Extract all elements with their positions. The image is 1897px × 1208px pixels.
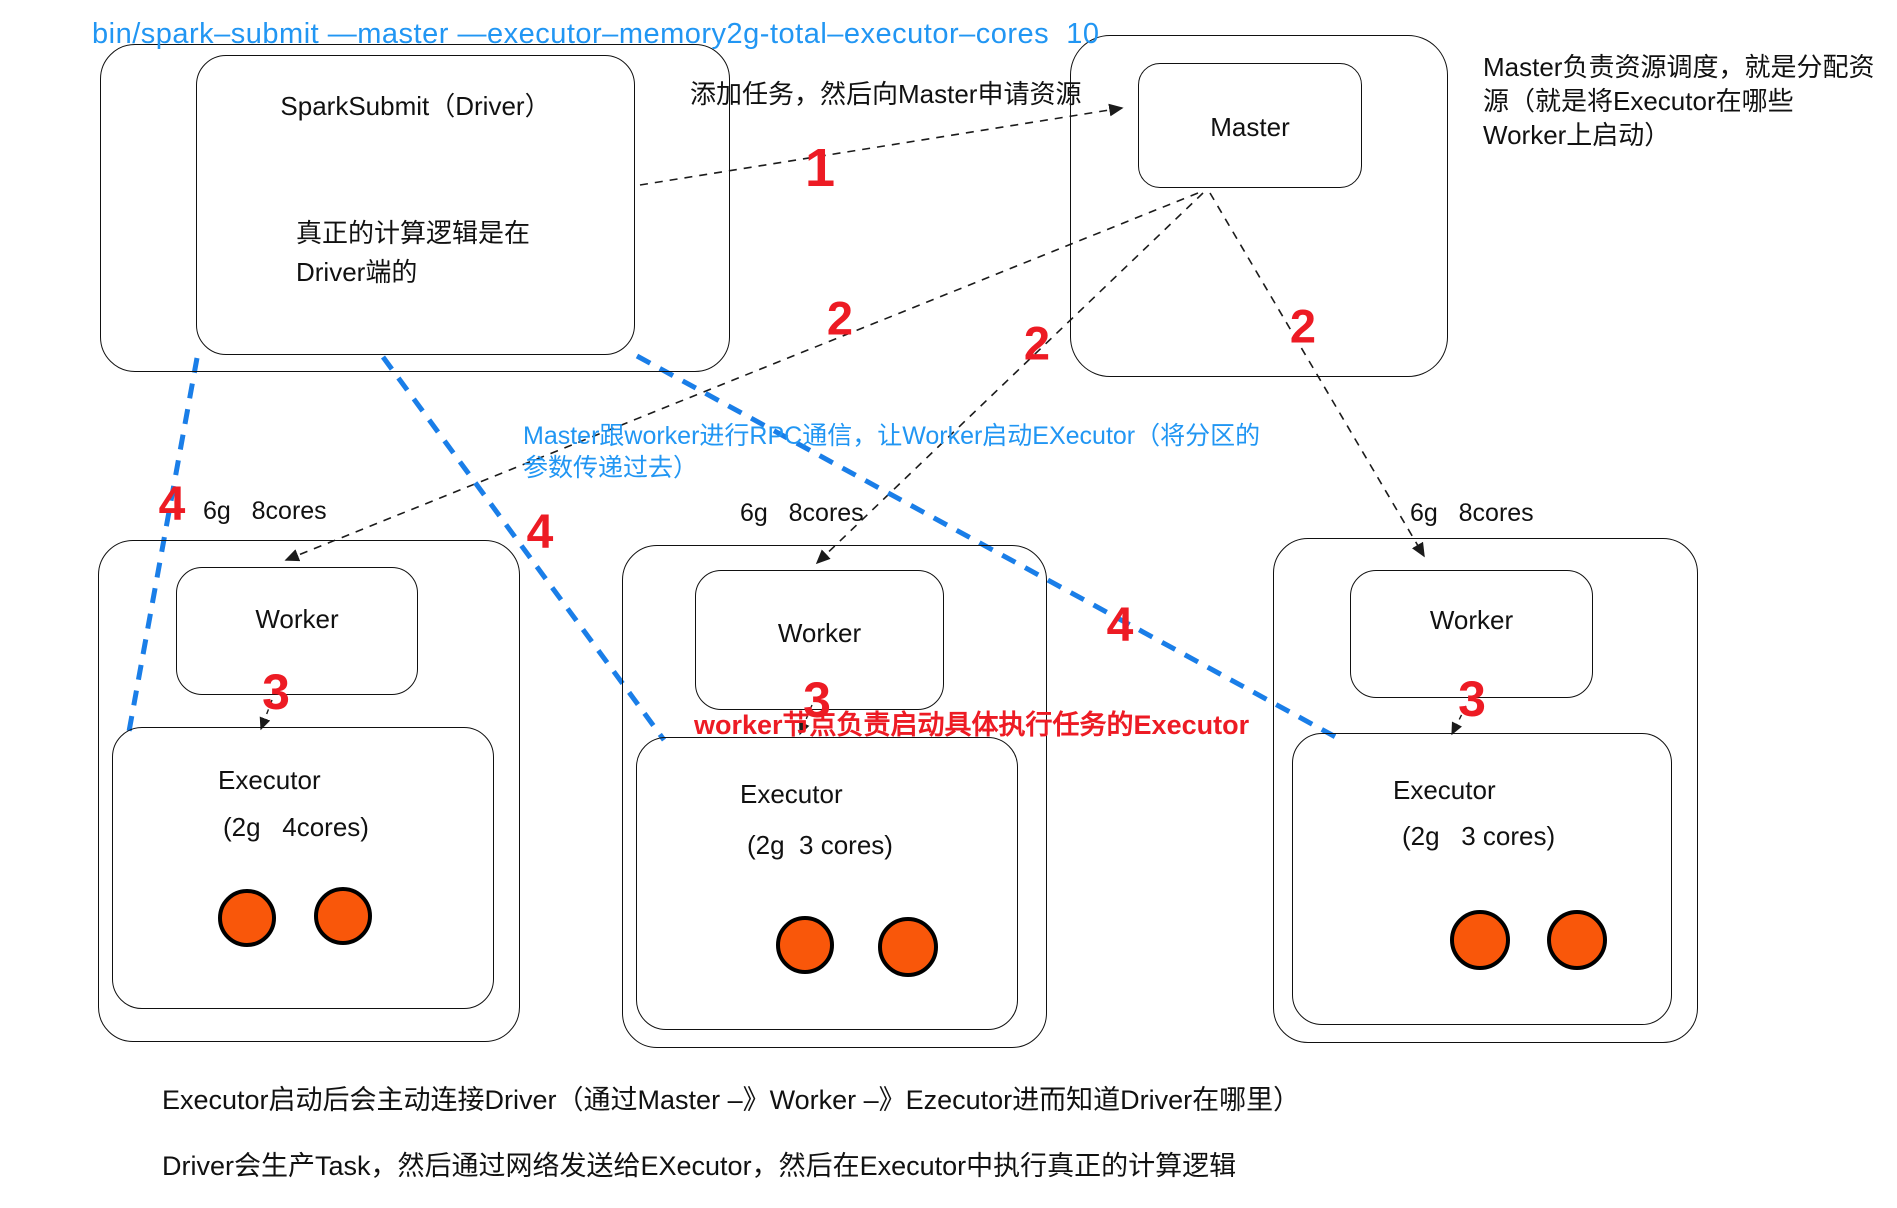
worker1-label: Worker xyxy=(255,604,339,634)
worker3-box xyxy=(1350,570,1593,698)
worker1-task-circle-1 xyxy=(218,889,276,947)
worker1-executor-label: Executor xyxy=(218,765,321,795)
master-box xyxy=(1138,63,1362,188)
step-4-label-c: 4 xyxy=(1106,599,1134,652)
worker3-label: Worker xyxy=(1429,605,1514,635)
worker1-task-circle-2 xyxy=(314,887,372,945)
worker3-task-circle-1 xyxy=(1450,910,1510,970)
step-2-label-c: 2 xyxy=(1289,299,1317,353)
driver-body-line2: Driver端的 xyxy=(296,257,418,287)
bottom-note-line1: Executor启动后会主动连接Driver（通过Master –》Worker… xyxy=(162,1085,1301,1115)
rpc-note-line1: Master跟worker进行RPC通信，让Worker启动EXecutor（将… xyxy=(523,422,1261,450)
worker2-executor-spec: (2g 3 cores) xyxy=(747,830,893,860)
step-3-label-c: 3 xyxy=(1458,671,1486,727)
worker3-executor-label: Executor xyxy=(1393,775,1496,805)
step-2-label-b: 2 xyxy=(1023,316,1051,370)
rpc-note-line2: 参数传递过去） xyxy=(523,454,699,482)
worker3-task-circle-2 xyxy=(1547,910,1607,970)
step-4-label-b: 4 xyxy=(526,506,554,559)
master-label: Master xyxy=(1210,112,1290,142)
worker1-executor-box xyxy=(112,727,494,1009)
request-resources-note: 添加任务，然后向Master申请资源 xyxy=(690,79,1082,109)
master-role-note: Master负责资源调度，就是分配资源（就是将Executor在哪些Worker… xyxy=(1483,52,1875,150)
worker2-label: Worker xyxy=(777,618,862,648)
worker3-executor-box xyxy=(1292,733,1672,1025)
worker3-executor-spec: (2g 3 cores) xyxy=(1402,821,1556,851)
worker3-resources-label: 6g 8cores xyxy=(1410,499,1534,527)
worker1-executor-spec: (2g 4cores) xyxy=(223,812,369,842)
worker3-node-container xyxy=(1273,538,1698,1043)
worker2-task-circle-1 xyxy=(776,916,834,974)
step-2-label-a: 2 xyxy=(826,291,854,345)
worker-note: worker节点负责启动具体执行任务的Executor xyxy=(694,710,1250,740)
driver-body-line1: 真正的计算逻辑是在 xyxy=(296,218,531,248)
worker1-resources-label: 6g 8cores xyxy=(203,497,327,525)
worker2-task-circle-2 xyxy=(878,917,938,977)
bottom-note-line2: Driver会生产Task，然后通过网络发送给EXecutor，然后在Execu… xyxy=(162,1151,1237,1181)
step-3-label-a: 3 xyxy=(262,664,290,720)
spark-submit-command: bin/spark–submit —master —executor–memor… xyxy=(92,18,1100,50)
step-1-label: 1 xyxy=(804,138,836,198)
driver-title: SparkSubmit（Driver） xyxy=(280,91,551,121)
worker2-executor-label: Executor xyxy=(740,779,843,809)
step-3-label-b: 3 xyxy=(803,672,831,728)
worker2-resources-label: 6g 8cores xyxy=(740,499,864,527)
step-4-label-a: 4 xyxy=(158,478,186,531)
